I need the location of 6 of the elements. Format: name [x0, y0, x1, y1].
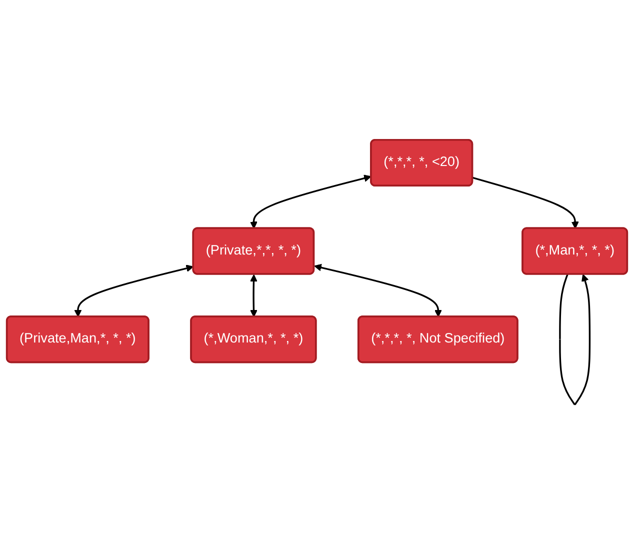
arrow: [74, 264, 194, 317]
arrow: [314, 264, 442, 317]
arrow: [250, 174, 372, 229]
arrow: [250, 274, 258, 317]
arrow: [472, 176, 579, 229]
arrow: [559, 274, 591, 405]
